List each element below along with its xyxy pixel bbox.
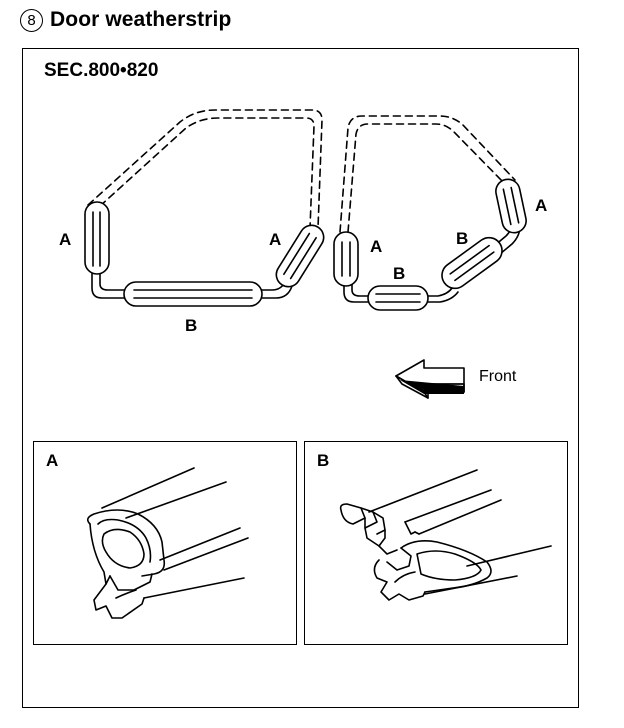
callout-front-door-rear: A: [269, 230, 282, 249]
detail-box-b: B: [304, 441, 568, 645]
rear-door-segment-b-rear: [441, 236, 503, 290]
diagram-frame: [22, 48, 579, 708]
callout-rear-door-bottom: B: [393, 264, 406, 283]
callout-rear-door-rear-lower: B: [456, 229, 469, 248]
callout-front-door-upper-front: A: [59, 230, 72, 249]
callout-front-door-bottom: B: [185, 316, 198, 335]
weatherstrip-section-b-with-clip-icon: [339, 469, 552, 601]
section-reference-label: SEC.800•820: [44, 60, 159, 81]
rear-door-segment-a-rear: [495, 178, 527, 234]
detail-box-a-label: A: [46, 451, 59, 470]
rear-door-segment-b-bottom: [367, 285, 429, 311]
rear-door-segment-a-front: [333, 231, 359, 287]
callout-rear-door-rear-upper: A: [535, 196, 548, 215]
weatherstrip-section-a-icon: [86, 467, 249, 619]
direction-label: Front: [479, 368, 517, 385]
callout-rear-door-front: A: [370, 237, 383, 256]
arrow-left-icon: [395, 359, 465, 399]
front-door-segment-a-front: [84, 201, 110, 275]
section-title: Door weatherstrip: [50, 8, 232, 31]
section-heading: 8 Door weatherstrip: [20, 6, 231, 34]
section-number-badge: 8: [20, 8, 43, 32]
detail-box-b-label: B: [317, 451, 330, 470]
front-door-segment-b-bottom: [123, 281, 263, 307]
rear-door-upper-outline: [339, 115, 516, 233]
front-door-upper-outline: [87, 109, 323, 229]
front-door-segment-a-rear: [275, 224, 325, 288]
detail-box-a: A: [33, 441, 297, 645]
